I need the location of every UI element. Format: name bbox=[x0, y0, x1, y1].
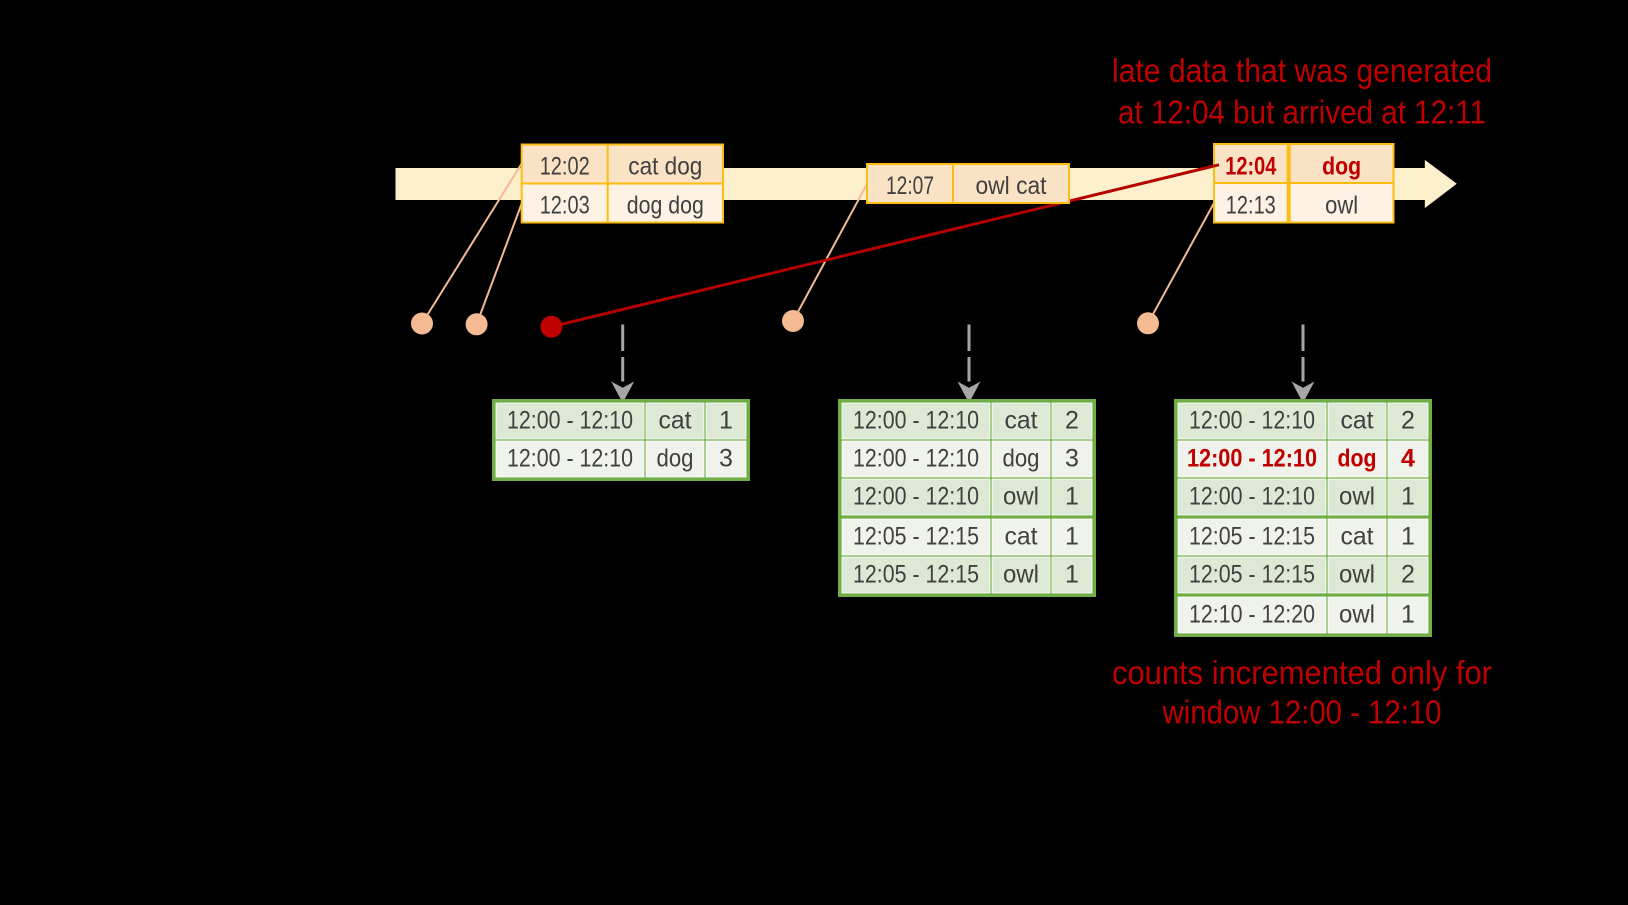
svg-text:cat: cat bbox=[1341, 523, 1374, 551]
svg-text:dog dog: dog dog bbox=[627, 192, 704, 220]
svg-text:1: 1 bbox=[1401, 483, 1415, 511]
svg-text:owl cat: owl cat bbox=[976, 172, 1047, 200]
svg-text:owl: owl bbox=[1003, 561, 1039, 589]
svg-text:counts incremented only for: counts incremented only for bbox=[1112, 654, 1492, 691]
svg-text:owl: owl bbox=[1339, 601, 1375, 629]
svg-text:dog: dog bbox=[1338, 445, 1377, 473]
svg-text:12:07: 12:07 bbox=[886, 172, 934, 200]
svg-text:3: 3 bbox=[719, 445, 733, 473]
svg-text:12:00 - 12:10: 12:00 - 12:10 bbox=[853, 407, 979, 435]
svg-text:at 12:04 but arrived at 12:11: at 12:04 but arrived at 12:11 bbox=[1118, 94, 1486, 131]
svg-text:12:02: 12:02 bbox=[540, 153, 590, 181]
svg-text:cat: cat bbox=[1341, 407, 1374, 435]
svg-text:2: 2 bbox=[1065, 407, 1079, 435]
svg-text:1: 1 bbox=[1401, 601, 1415, 629]
svg-text:cat: cat bbox=[1005, 407, 1038, 435]
svg-text:12:04: 12:04 bbox=[1225, 153, 1276, 181]
svg-text:1: 1 bbox=[1065, 483, 1079, 511]
svg-text:12:00 - 12:10: 12:00 - 12:10 bbox=[1189, 407, 1315, 435]
svg-text:12:05 - 12:15: 12:05 - 12:15 bbox=[853, 523, 979, 551]
svg-text:3: 3 bbox=[1065, 445, 1079, 473]
svg-text:12:00 - 12:10: 12:00 - 12:10 bbox=[1189, 483, 1315, 511]
svg-text:12:00 - 12:10: 12:00 - 12:10 bbox=[1187, 445, 1317, 473]
svg-text:cat: cat bbox=[1005, 523, 1038, 551]
svg-text:4: 4 bbox=[1401, 445, 1415, 473]
svg-text:12:00 - 12:10: 12:00 - 12:10 bbox=[853, 483, 979, 511]
svg-text:12:00 - 12:10: 12:00 - 12:10 bbox=[853, 445, 979, 473]
svg-text:2: 2 bbox=[1401, 561, 1415, 589]
svg-text:owl: owl bbox=[1325, 192, 1358, 220]
svg-text:window 12:00 - 12:10: window 12:00 - 12:10 bbox=[1162, 694, 1442, 731]
svg-text:cat dog: cat dog bbox=[628, 153, 702, 181]
svg-text:dog: dog bbox=[657, 445, 694, 473]
svg-text:owl: owl bbox=[1003, 483, 1039, 511]
svg-text:2: 2 bbox=[1401, 407, 1415, 435]
svg-text:12:05 - 12:15: 12:05 - 12:15 bbox=[1189, 523, 1315, 551]
svg-text:owl: owl bbox=[1339, 561, 1375, 589]
svg-text:12:03: 12:03 bbox=[540, 192, 590, 220]
svg-text:12:13: 12:13 bbox=[1226, 192, 1276, 220]
svg-text:dog: dog bbox=[1322, 153, 1361, 181]
svg-text:12:05 - 12:15: 12:05 - 12:15 bbox=[1189, 561, 1315, 589]
svg-text:cat: cat bbox=[659, 407, 692, 435]
svg-text:12:05 - 12:15: 12:05 - 12:15 bbox=[853, 561, 979, 589]
svg-text:1: 1 bbox=[1401, 523, 1415, 551]
svg-text:12:10 - 12:20: 12:10 - 12:20 bbox=[1189, 601, 1315, 629]
svg-text:dog: dog bbox=[1003, 445, 1040, 473]
svg-text:12:00 - 12:10: 12:00 - 12:10 bbox=[507, 407, 633, 435]
svg-text:owl: owl bbox=[1339, 483, 1375, 511]
svg-text:late data that was generated: late data that was generated bbox=[1112, 52, 1492, 89]
svg-text:1: 1 bbox=[1065, 523, 1079, 551]
svg-text:1: 1 bbox=[719, 407, 733, 435]
svg-text:12:00 - 12:10: 12:00 - 12:10 bbox=[507, 445, 633, 473]
svg-text:1: 1 bbox=[1065, 561, 1079, 589]
